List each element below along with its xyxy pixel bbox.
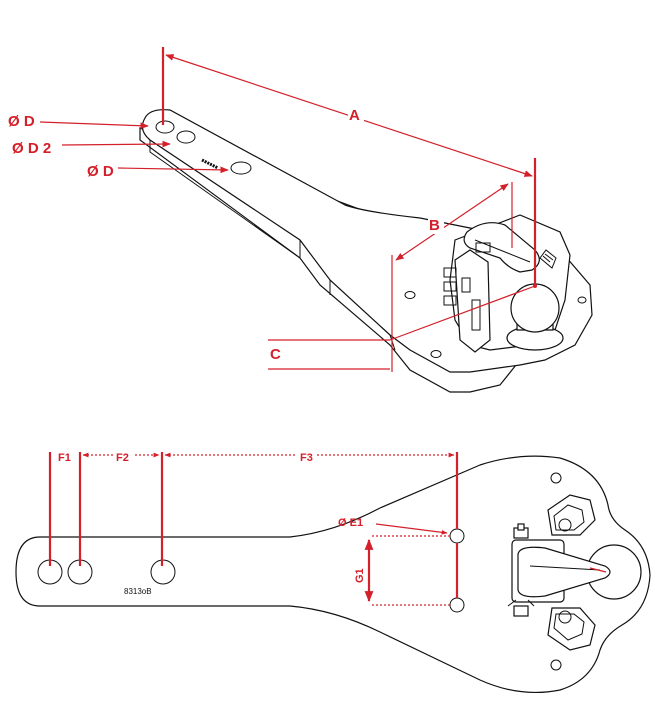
plan-lever [517, 546, 611, 598]
drawbar-plan-outline [15, 455, 651, 694]
coupling-head-plan [507, 494, 642, 651]
label-f2: F2 [116, 452, 129, 464]
label-e1: Ø E1 [338, 517, 363, 529]
plan-hole-small-bottom [550, 659, 562, 671]
label-od2: Ø D 2 [12, 140, 51, 157]
part-code: 8313oB [124, 587, 152, 596]
plan-view: 8313oB F1 F2 F3 [15, 448, 651, 694]
label-od-mid: Ø D [87, 163, 114, 180]
plan-hole-small-top [550, 472, 562, 484]
small-hole-4 [577, 296, 587, 304]
label-c: C [270, 346, 281, 363]
label-a: A [349, 107, 360, 124]
label-f3: F3 [300, 452, 313, 464]
small-hole-2 [430, 350, 442, 358]
label-od-top: Ø D [8, 113, 35, 130]
label-f1: F1 [58, 452, 71, 464]
label-b: B [429, 217, 440, 234]
small-hole-1 [404, 291, 416, 299]
label-g1: G1 [354, 568, 366, 583]
tow-ball [510, 283, 560, 333]
isometric-view: A B C Ø D Ø D 2 Ø D [8, 47, 593, 393]
